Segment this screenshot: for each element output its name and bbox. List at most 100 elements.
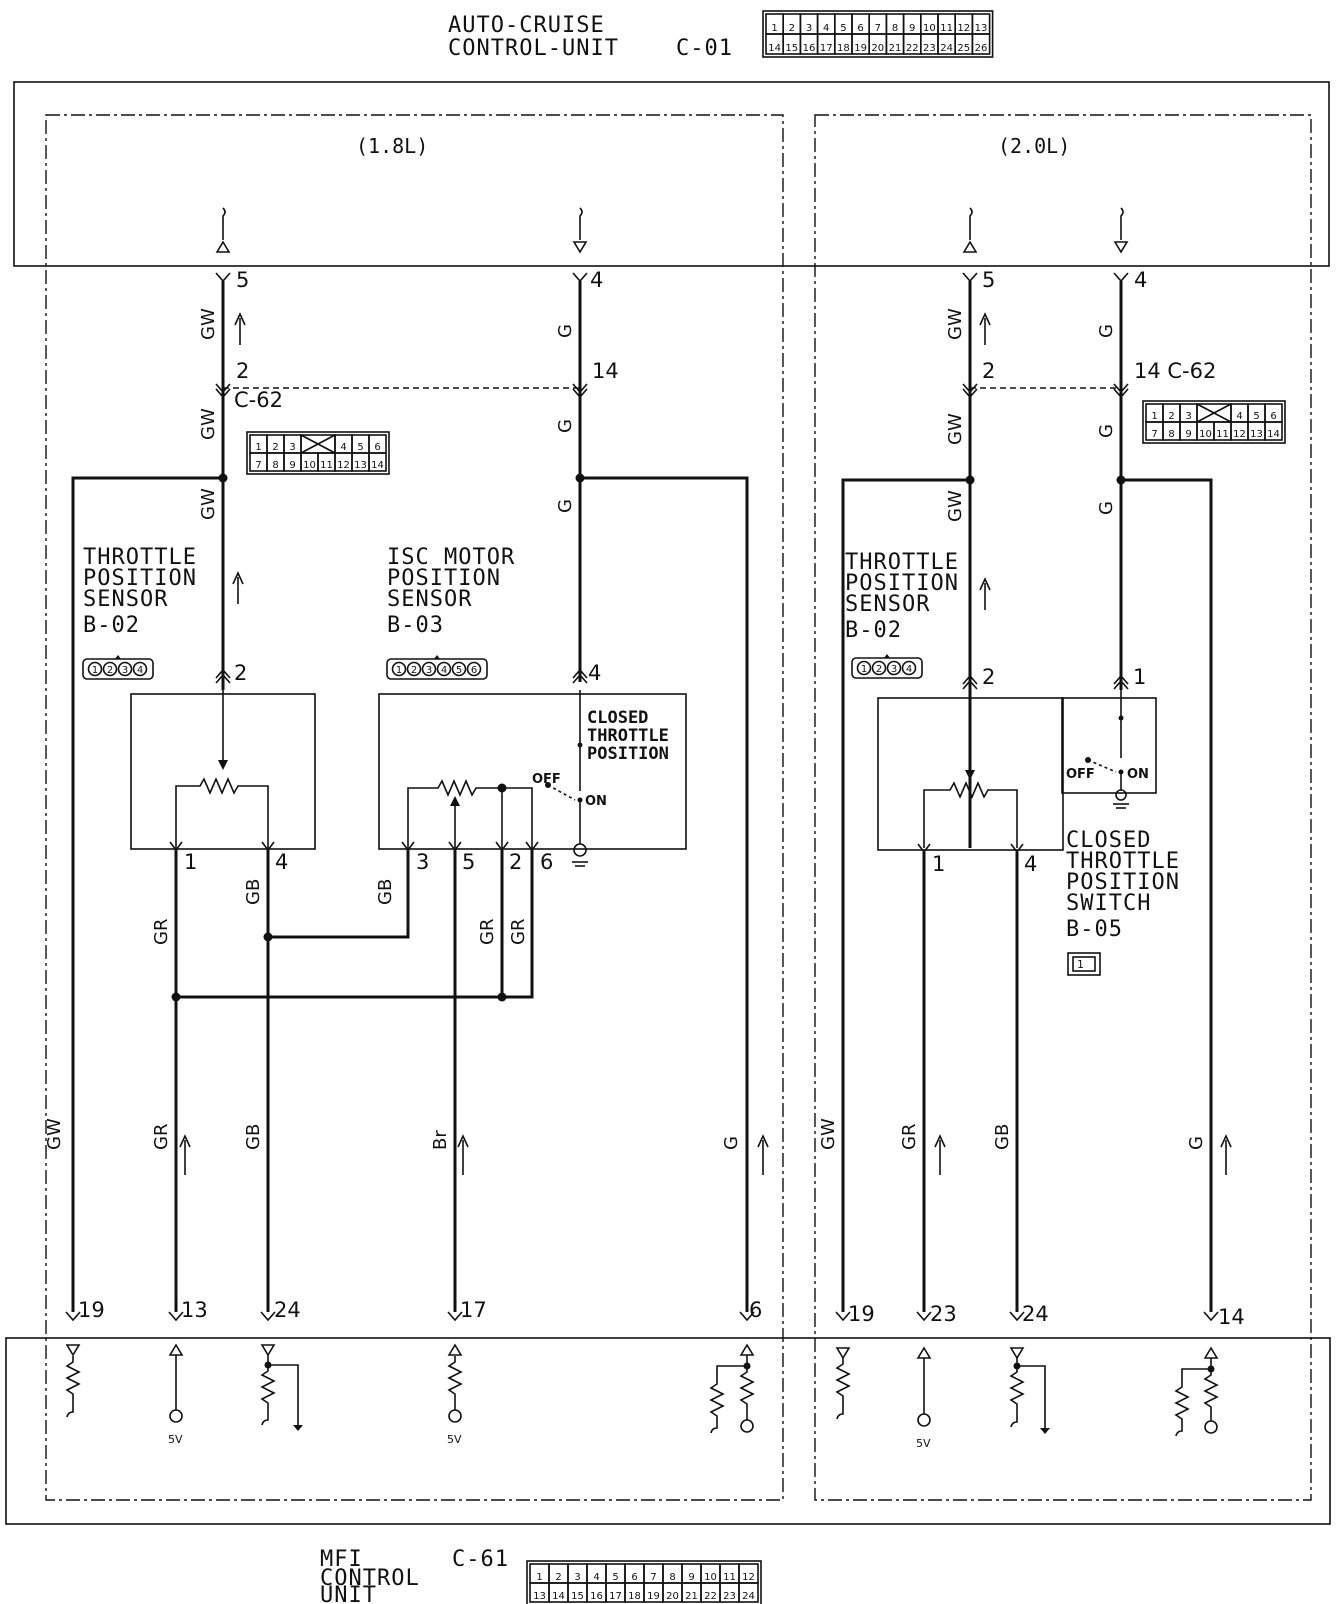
output-terminal-icon [962, 240, 978, 253]
isc-pin-3: 3 [416, 850, 429, 874]
connector-pin-number: 19 [647, 1591, 660, 1602]
output-terminal-icon [215, 240, 231, 253]
isc-pin-6: 6 [540, 850, 553, 874]
connector-pin-number: 6 [631, 1572, 637, 1583]
mfi-pin-24-2: 24 [1022, 1302, 1049, 1326]
wire-label-gw-r2: GW [945, 413, 966, 445]
wire-label-gr: GR [151, 919, 172, 945]
connector-pin [901, 660, 917, 676]
connector-pin-number: 14 [768, 43, 781, 54]
connector-pin-number: 4 [137, 665, 143, 676]
wire-gw-to-mfi [71, 476, 223, 1312]
connector-pin-number: 1 [771, 23, 777, 34]
connector-pin-number: 14 [371, 460, 384, 471]
isc-label-line2: POSITION [387, 566, 501, 591]
connector-pin [1264, 421, 1283, 441]
connector-pin-number: 25 [957, 43, 970, 54]
connector-pin-number: 1 [255, 442, 261, 453]
connector-pin-number: 23 [723, 1591, 736, 1602]
ctps-label-line2: THROTTLE [1066, 849, 1180, 874]
connector-pin-number: 13 [354, 460, 367, 471]
wire-label-g-r3: G [1096, 501, 1117, 515]
connector-pin-number: 19 [854, 43, 867, 54]
mfi-pin-6: 6 [749, 1298, 762, 1322]
connector-pin-number: 3 [426, 665, 432, 676]
wire-label-gb: GB [243, 879, 264, 905]
signal-arrow-icon [979, 577, 991, 591]
connector-pin [368, 452, 387, 472]
connector-pin-number: 1 [396, 665, 402, 676]
ctps-switch-on: ON [1127, 767, 1149, 782]
wire-label-g-2: G [555, 419, 576, 433]
closed-throttle-line1: CLOSED [587, 708, 648, 728]
connector-pin [466, 661, 482, 677]
supply-5v-label-3: 5V [916, 1437, 931, 1450]
connector-pin-number: 21 [889, 43, 902, 54]
connector-pin-number: 4 [340, 442, 346, 453]
connector-pin-number: 10 [704, 1572, 717, 1583]
wire-label-gr-r: GR [899, 1124, 920, 1150]
tps-resistor-icon-2 [923, 780, 1018, 848]
c62-pin-tps: 2 [236, 359, 249, 383]
mfi-ground-circuit-24-2 [1009, 1347, 1050, 1434]
connector-pin-number: 10 [303, 460, 316, 471]
signal-arrow-icon [232, 571, 244, 585]
c62-pin-tps-2: 2 [982, 359, 995, 383]
closed-throttle-line2: THROTTLE [587, 726, 669, 746]
tps-label-line3-2: SENSOR [845, 592, 930, 617]
wire-g-to-mfi-2 [1121, 478, 1213, 1312]
switch-off-label: OFF [532, 772, 561, 787]
connector-pin-number: 5 [840, 23, 846, 34]
connector-pin [421, 661, 437, 677]
connector-housing [1142, 400, 1286, 444]
connector-pin-number: 12 [957, 23, 970, 34]
signal-arrow-icon [234, 312, 246, 326]
tps-pin-1-2: 1 [932, 852, 945, 876]
connector-pin-number: 17 [609, 1591, 622, 1602]
connector-pin [738, 1582, 759, 1603]
connector-pin-number: 6 [471, 665, 477, 676]
connector-pin-number: 4 [906, 664, 912, 675]
connector-pin-number: 3 [1185, 411, 1191, 422]
wire-label-gb-isc: GB [375, 879, 396, 905]
connector-pin-number: 17 [820, 43, 833, 54]
acu-pin-tps: 5 [236, 268, 249, 292]
connector-pin-number: 13 [975, 23, 988, 34]
mfi-unit-frame [5, 1337, 1331, 1525]
connector-pin [102, 661, 118, 677]
closed-throttle-line3: POSITION [587, 744, 669, 764]
wire-label-gr-isc-a: GR [477, 919, 498, 945]
c62-label: C-62 [234, 388, 283, 412]
mfi-pin-19-2: 19 [848, 1302, 875, 1326]
connector-pin-number: 2 [876, 664, 882, 675]
tps-pin-wiper-2: 2 [982, 665, 995, 689]
connector-pin-number: 5 [1253, 411, 1259, 422]
acu-pin-isc: 4 [590, 268, 603, 292]
connector-pin-number: 18 [837, 43, 850, 54]
ctps-connector-label: B-05 [1066, 917, 1123, 942]
mfi-input-circuit-14 [1175, 1346, 1219, 1437]
variant-frame-2-0l [814, 114, 1312, 1501]
tps-pin-1: 1 [184, 850, 197, 874]
connector-pin-number: 13 [1250, 429, 1263, 440]
variant-label-2-0l: (2.0L) [998, 134, 1070, 158]
connector-pin-number: 12 [742, 1572, 755, 1583]
switch-lever-icon [1087, 759, 1117, 773]
wire-label-g: G [555, 324, 576, 338]
connector-pin-number: 6 [374, 442, 380, 453]
acu-unit-frame [13, 81, 1330, 267]
connector-pin-number: 11 [320, 460, 333, 471]
connector-pin-number: 3 [806, 23, 812, 34]
mfi-5v-supply-13: 5V [168, 1343, 184, 1446]
connector-pin-number: 6 [1270, 411, 1276, 422]
connector-pin-number: 4 [823, 23, 829, 34]
mfi-pin-24: 24 [274, 1298, 301, 1322]
connector-pin-number: 26 [975, 43, 988, 54]
connector-pin-number: 16 [590, 1591, 603, 1602]
ground-icon [573, 843, 587, 857]
connector-pin-number: 2 [272, 442, 278, 453]
c62-pin-isc: 14 [592, 359, 619, 383]
